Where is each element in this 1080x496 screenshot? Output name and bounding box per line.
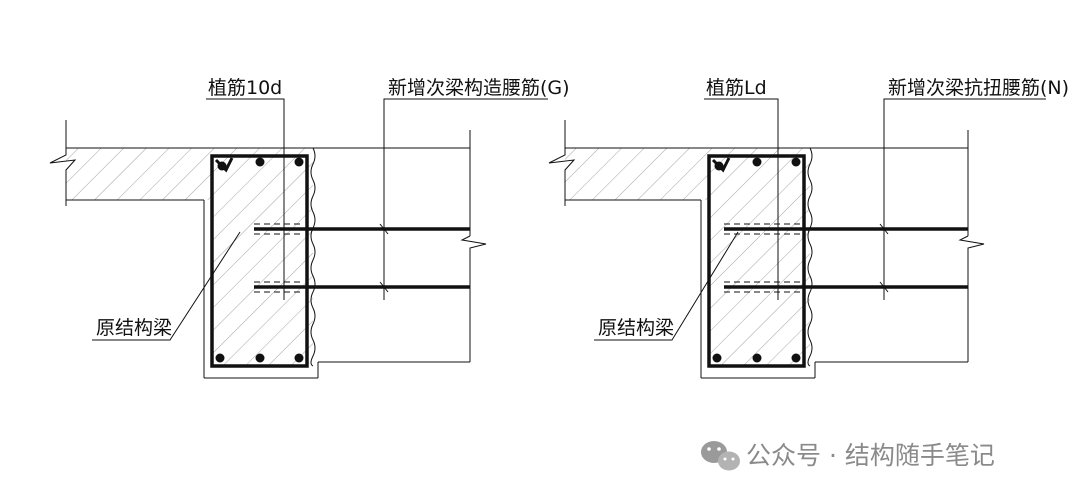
- waist-rebars-right: [724, 223, 968, 293]
- break-line-right: [807, 147, 813, 367]
- rebar-label-right: 新增次梁抗扭腰筋(N): [888, 77, 1069, 99]
- watermark: 公众号 · 结构随手笔记: [701, 441, 995, 471]
- detail-left: 植筋10d 新增次梁构造腰筋(G) 原结构梁: [49, 77, 570, 379]
- rebar-label-left: 新增次梁构造腰筋(G): [388, 77, 570, 99]
- leader-lines-left: [92, 98, 548, 341]
- beam-label-left: 原结构梁: [96, 317, 172, 339]
- main-bars-right: [712, 157, 801, 363]
- watermark-text: 公众号 · 结构随手笔记: [746, 441, 995, 470]
- main-bars-left: [215, 157, 304, 363]
- beam-label-right: 原结构梁: [598, 317, 674, 339]
- dowel-label-left: 植筋10d: [208, 77, 282, 99]
- stirrup-right: [707, 154, 806, 368]
- wechat-icon: [701, 441, 740, 471]
- leader-lines-right: [594, 98, 1046, 341]
- waist-rebars-left: [254, 223, 470, 293]
- dowel-label-right: 植筋Ld: [706, 77, 767, 99]
- slab-outline-left: [49, 120, 487, 379]
- existing-concrete-left: [66, 148, 313, 366]
- break-line-left: [310, 147, 316, 367]
- detail-right: 植筋Ld 新增次梁抗扭腰筋(N) 原结构梁: [548, 77, 1069, 379]
- stirrup-left: [210, 154, 309, 368]
- existing-concrete-right: [565, 148, 810, 366]
